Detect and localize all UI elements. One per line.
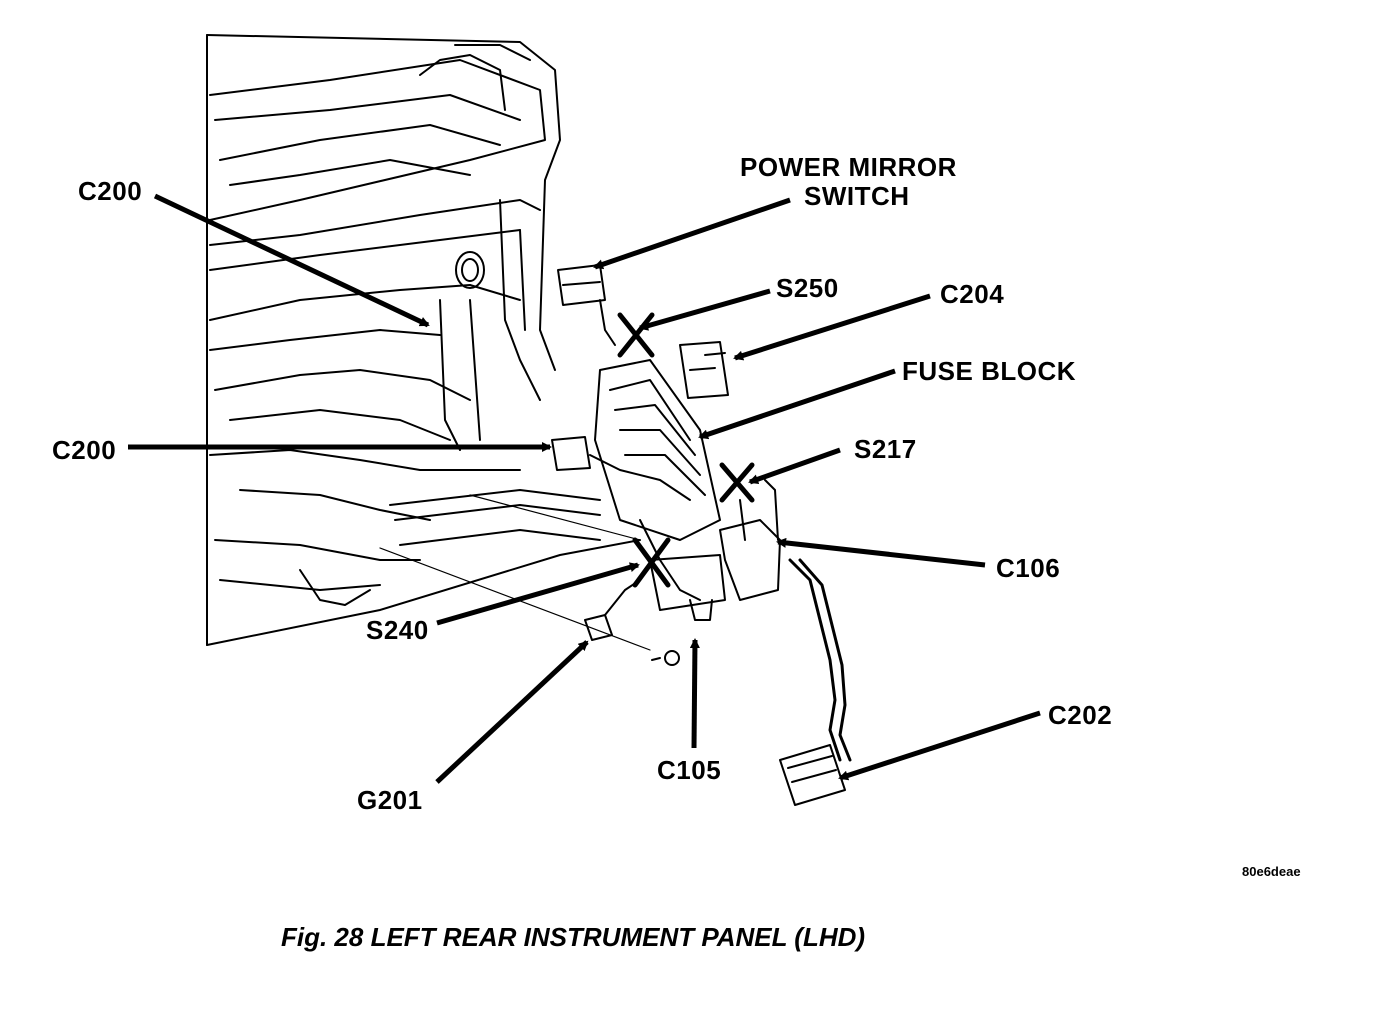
c202-leader	[838, 710, 1041, 781]
c106-leader	[776, 537, 986, 568]
label-s250: S250	[776, 273, 839, 303]
leader-lines	[128, 193, 1041, 784]
label-power-mirror-line1: POWER MIRROR	[740, 152, 957, 182]
s217-leader	[748, 447, 841, 485]
fuse-block-leader	[698, 368, 896, 440]
label-c105: C105	[657, 755, 722, 785]
label-c200-mid: C200	[52, 435, 117, 465]
s240-leader	[436, 562, 640, 626]
splice-markers	[617, 312, 755, 588]
label-fuse-block: FUSE BLOCK	[902, 356, 1076, 386]
figure-caption: Fig. 28 LEFT REAR INSTRUMENT PANEL (LHD)	[281, 922, 866, 952]
label-c106: C106	[996, 553, 1061, 583]
label-c200-top: C200	[78, 176, 143, 206]
label-g201: G201	[357, 785, 423, 815]
c200-top-leader	[153, 193, 430, 328]
label-s217: S217	[854, 434, 917, 464]
label-s240: S240	[366, 615, 429, 645]
image-code: 80e6deae	[1242, 864, 1301, 879]
power-mirror-leader	[593, 197, 791, 270]
label-c202: C202	[1048, 700, 1113, 730]
label-power-mirror-line2: SWITCH	[804, 181, 910, 211]
c204-leader	[733, 293, 931, 361]
g201-leader	[435, 640, 589, 784]
s250-leader	[638, 288, 771, 331]
label-c204: C204	[940, 279, 1005, 309]
c105-leader	[689, 638, 700, 749]
